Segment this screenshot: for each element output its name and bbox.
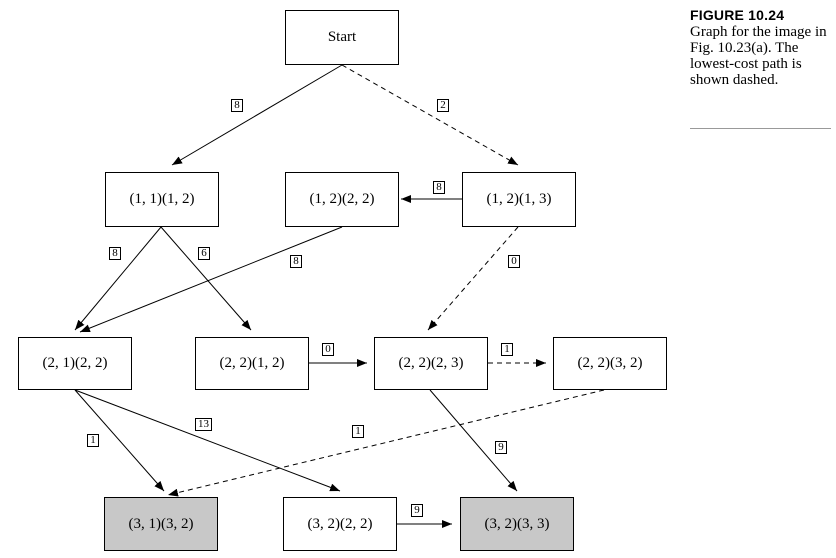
node-n-21-22: (2, 1)(2, 2) xyxy=(18,337,132,390)
edge-weight-label: 8 xyxy=(231,99,243,112)
edge-n_21_22-to-n_31_32 xyxy=(74,389,165,492)
caption-text: Graph for the image in Fig. 10.23(a). Th… xyxy=(690,24,827,88)
node-n-22-32: (2, 2)(3, 2) xyxy=(553,337,667,390)
node-n-32-33: (3, 2)(3, 3) xyxy=(460,497,574,551)
edge-weight-label: 9 xyxy=(495,441,507,454)
edge-n_21_22-to-n_32_22 xyxy=(74,389,341,492)
edge-n_11_12-to-n_21_22 xyxy=(74,226,162,331)
edge-n_12_22-to-n_21_22 xyxy=(79,226,343,333)
edge-weight-label: 9 xyxy=(411,504,423,517)
node-n-11-12: (1, 1)(1, 2) xyxy=(105,172,219,227)
node-n-32-22: (3, 2)(2, 2) xyxy=(283,497,397,551)
edge-start-to-n_12_13 xyxy=(341,64,519,166)
edge-n_11_12-to-n_22_12 xyxy=(160,226,252,331)
node-n-31-32: (3, 1)(3, 2) xyxy=(104,497,218,551)
caption-divider xyxy=(690,128,831,129)
edge-n_12_13-to-n_22_23 xyxy=(427,226,519,331)
edge-n_22_23-to-n_32_33 xyxy=(429,389,518,492)
edge-weight-label: 13 xyxy=(195,418,212,431)
node-n-12-22: (1, 2)(2, 2) xyxy=(285,172,399,227)
edge-weight-label: 8 xyxy=(109,247,121,260)
edge-weight-label: 1 xyxy=(87,434,99,447)
edge-weight-label: 0 xyxy=(508,255,520,268)
edge-weight-label: 2 xyxy=(437,99,449,112)
edge-weight-label: 0 xyxy=(322,343,334,356)
edge-n_22_32-to-n_31_32 xyxy=(167,389,605,497)
figure-number: FIGURE 10.24 xyxy=(690,7,785,23)
node-n-22-23: (2, 2)(2, 3) xyxy=(374,337,488,390)
edge-start-to-n_11_12 xyxy=(171,64,343,166)
edge-weight-label: 8 xyxy=(433,181,445,194)
edge-weight-label: 1 xyxy=(501,343,513,356)
edge-weight-label: 6 xyxy=(198,247,210,260)
figure-caption: FIGURE 10.24 Graph for the image in Fig.… xyxy=(690,7,836,88)
node-n-22-12: (2, 2)(1, 2) xyxy=(195,337,309,390)
node-n-12-13: (1, 2)(1, 3) xyxy=(462,172,576,227)
node-start: Start xyxy=(285,10,399,65)
edge-weight-label: 1 xyxy=(352,425,364,438)
edge-weight-label: 8 xyxy=(290,255,302,268)
